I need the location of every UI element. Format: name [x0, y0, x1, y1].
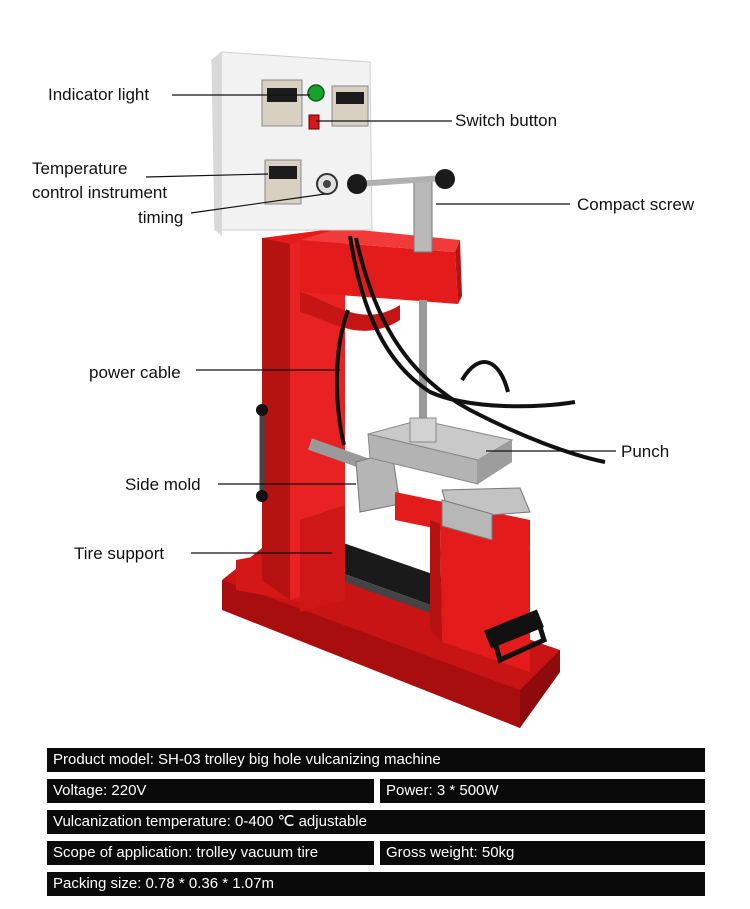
temperature-label-line1: Temperature — [32, 159, 128, 178]
switch-button-label: Switch button — [455, 111, 558, 130]
carry-handle — [484, 609, 548, 664]
spec-scope: Scope of application: trolley vacuum tir… — [47, 841, 374, 865]
callout-leaders — [145, 94, 616, 554]
tire-support-label: Tire support — [74, 544, 165, 563]
temperature-label-line2: control instrument — [32, 183, 168, 202]
side-mold-label: Side mold — [125, 475, 201, 494]
timing-label: timing — [138, 208, 184, 227]
power-cable-label: power cable — [89, 363, 181, 382]
compact-screw — [347, 169, 455, 420]
spec-product-model: Product model: SH-03 trolley big hole vu… — [47, 748, 705, 772]
spec-power: Power: 3 * 500W — [380, 779, 705, 803]
spec-vulcanization-temperature: Vulcanization temperature: 0-400 ℃ adjus… — [47, 810, 705, 834]
punch-label: Punch — [621, 442, 670, 461]
spec-packing-size: Packing size: 0.78 * 0.36 * 1.07m — [47, 872, 705, 896]
machine-illustration — [145, 51, 616, 728]
machine-frame — [262, 228, 345, 612]
control-box — [211, 51, 373, 236]
spec-gross-weight: Gross weight: 50kg — [380, 841, 705, 865]
indicator-light-label: Indicator light — [48, 85, 150, 104]
side-lever — [256, 404, 268, 502]
compact-screw-label: Compact screw — [577, 195, 695, 214]
spec-voltage: Voltage: 220V — [47, 779, 374, 803]
